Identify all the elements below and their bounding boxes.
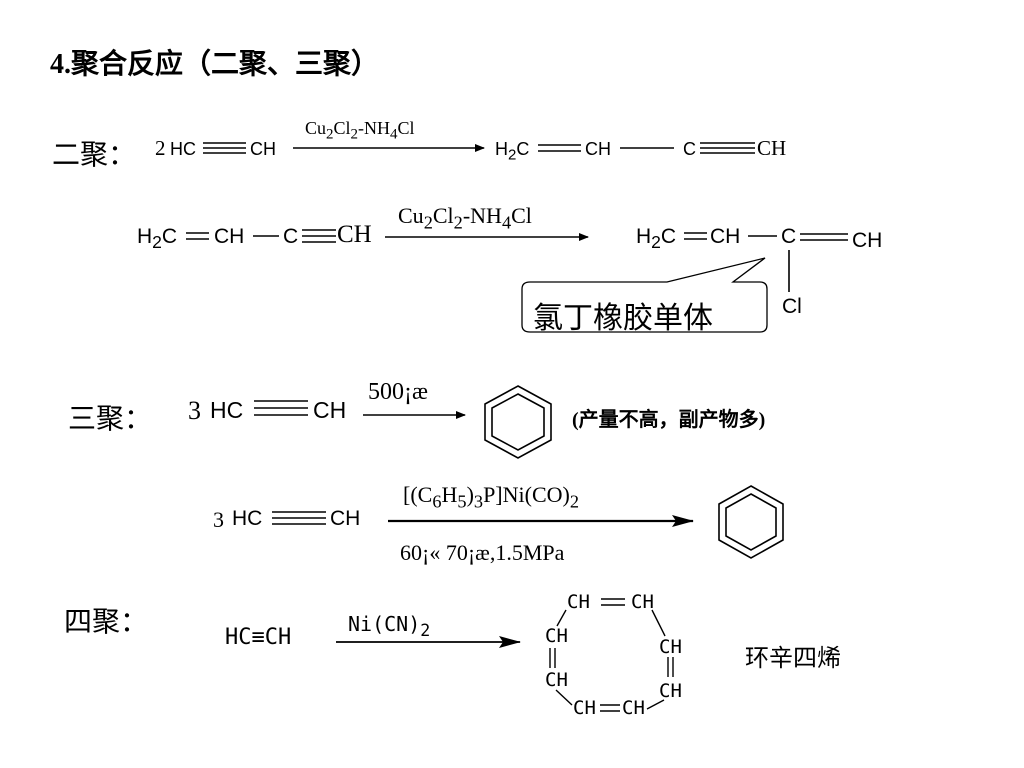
reactant-ch: CH — [250, 139, 276, 159]
callout-text: 氯丁橡胶单体 — [533, 301, 713, 336]
catalyst-label: [(C6H5)3P]Ni(CO)2 — [403, 482, 580, 512]
ring-ch-left-lower: CH — [545, 669, 568, 691]
reactant-acetylene: HC≡CH — [225, 625, 292, 650]
product-h2c: H2C — [495, 139, 530, 164]
condition-label: 500¡æ — [368, 379, 428, 405]
reactant-c: C — [283, 225, 299, 248]
triple-bond — [272, 511, 326, 525]
product-name: 环辛四烯 — [745, 644, 841, 672]
product-ch: CH — [710, 225, 741, 248]
double-bond — [538, 144, 581, 152]
reactant-ch: CH — [313, 397, 347, 423]
product-c: C — [781, 225, 797, 248]
ring-ch-bottom-right: CH — [622, 697, 645, 719]
product-cl: Cl — [782, 295, 802, 318]
reactant-ch: CH — [214, 225, 245, 248]
product-ch: CH — [585, 139, 611, 159]
product-ch-end: CH — [757, 136, 787, 160]
ring-ch-top-left: CH — [567, 591, 590, 613]
ring-ch-left-upper: CH — [545, 625, 568, 647]
callout-box — [521, 257, 768, 333]
reactant-hc: HC — [170, 139, 196, 159]
catalyst-label: Cu2Cl2-NH4Cl — [398, 203, 532, 233]
reactant-ch: CH — [330, 507, 361, 530]
reactant-ch-end: CH — [337, 221, 372, 248]
catalyst-label: Cu2Cl2-NH4Cl — [305, 118, 415, 143]
triple-bond — [254, 400, 308, 416]
reactant-h2c: H2C — [137, 225, 178, 253]
double-bond — [684, 232, 707, 240]
benzene-ring — [718, 485, 784, 559]
double-bond — [186, 232, 209, 240]
product-h2c: H2C — [636, 225, 677, 253]
cyclooctatetraene-ring — [549, 598, 674, 712]
product-c: C — [683, 139, 696, 159]
yield-note: (产量不高，副产物多) — [572, 409, 766, 431]
ring-ch-right-upper: CH — [659, 636, 682, 658]
triple-bond — [700, 142, 755, 154]
benzene-ring — [484, 385, 552, 459]
ring-ch-bottom-left: CH — [573, 697, 596, 719]
triple-bond — [203, 142, 246, 154]
ring-ch-right-lower: CH — [659, 680, 682, 702]
coefficient: 2 — [155, 136, 166, 160]
reactant-hc: HC — [210, 397, 244, 423]
triple-bond — [302, 229, 336, 243]
condition-label: 60¡« 70¡æ,1.5MPa — [400, 540, 565, 565]
coefficient: 3 — [213, 507, 224, 532]
product-ch-end: CH — [852, 229, 883, 252]
trimer-label: 三聚： — [68, 404, 153, 435]
dimer-label: 二聚： — [52, 140, 137, 171]
coefficient: 3 — [188, 396, 201, 425]
double-bond — [800, 233, 848, 241]
catalyst-label: Ni(CN)2 — [348, 612, 431, 640]
reactant-hc: HC — [232, 507, 263, 530]
tetramer-label: 四聚： — [64, 607, 149, 638]
ring-ch-top-right: CH — [631, 591, 654, 613]
page-title: 4.聚合反应（二聚、三聚） — [50, 49, 380, 80]
